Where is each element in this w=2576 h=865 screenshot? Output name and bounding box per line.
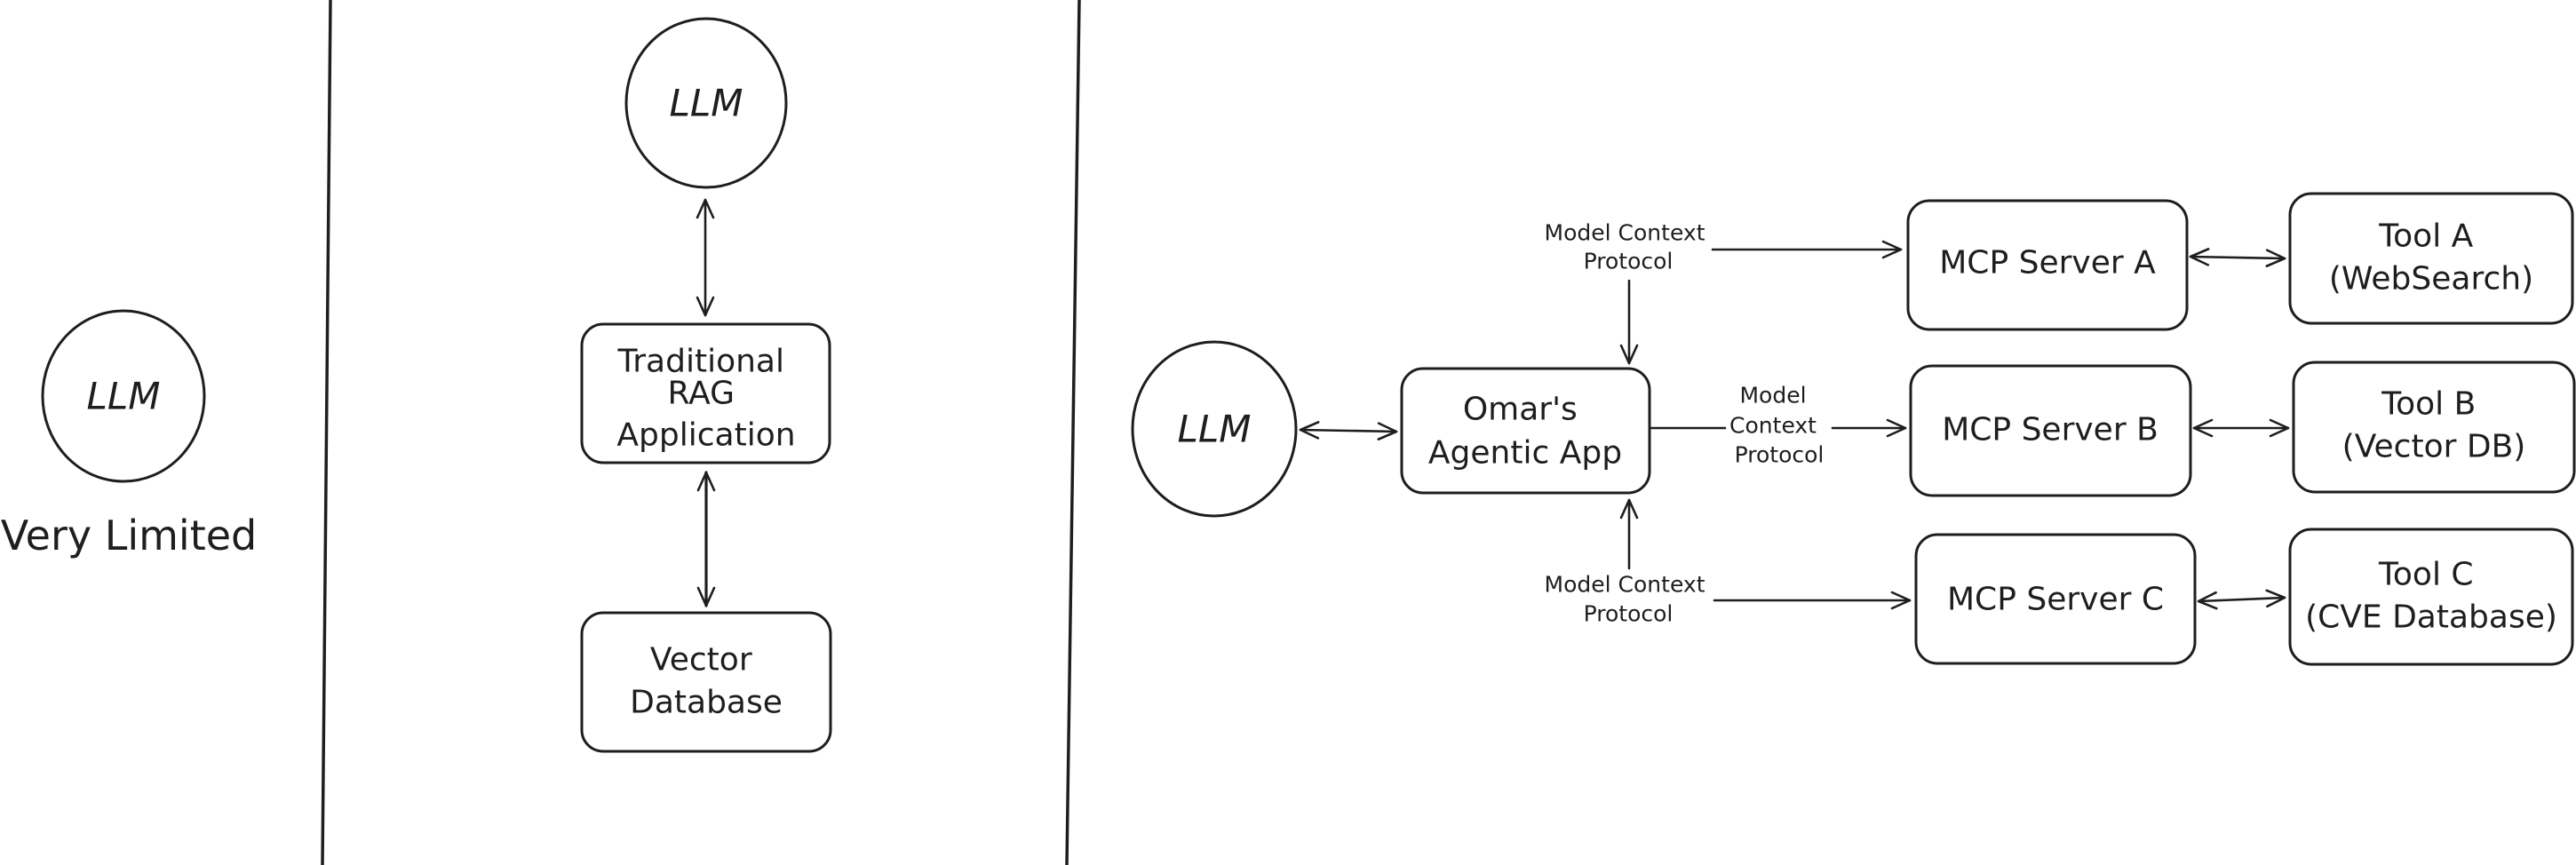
divider-left xyxy=(321,0,332,865)
tool-a-label: Tool A (WebSearch) xyxy=(2329,208,2533,298)
arrow-llm-app xyxy=(1299,421,1398,440)
rag-application-label: Traditional RAG Application xyxy=(616,333,795,454)
llm-circle xyxy=(624,17,788,189)
divider-right xyxy=(1065,0,1081,865)
mcp-server-c-box xyxy=(1914,533,2197,665)
arrow-server-a-tool-a xyxy=(2189,248,2286,267)
rag-application-box xyxy=(580,322,831,464)
very-limited-caption: Very Limited xyxy=(1,512,258,559)
llm-circle xyxy=(1131,340,1298,518)
tool-b-box xyxy=(2292,361,2576,494)
tool-b-label: Tool B (Vector DB) xyxy=(2342,376,2526,465)
protocol-label-middle: Model Context Protocol xyxy=(1729,375,1824,468)
tool-c-label: Tool C (CVE Database) xyxy=(2305,546,2557,636)
panel-basic-llm: LLM Very Limited xyxy=(1,309,258,559)
llm-label: LLM xyxy=(1177,408,1251,451)
tool-a-box xyxy=(2288,192,2574,325)
agentic-app-label: Omar's Agentic App xyxy=(1428,381,1622,472)
agentic-app-box xyxy=(1400,367,1651,495)
llm-label: LLM xyxy=(86,375,160,418)
vector-database-label: Vector Database xyxy=(630,631,783,721)
mcp-server-a-label: MCP Server A xyxy=(1939,245,2156,282)
protocol-label-top: Model Context Protocol xyxy=(1545,212,1713,274)
mcp-server-b-box xyxy=(1909,364,2192,497)
llm-circle xyxy=(41,309,206,483)
vector-database-box xyxy=(580,611,832,753)
mcp-server-c-label: MCP Server C xyxy=(1947,582,2164,618)
mcp-server-b-label: MCP Server B xyxy=(1942,412,2159,448)
tool-c-box xyxy=(2288,528,2574,666)
llm-label: LLM xyxy=(669,82,743,125)
mcp-server-a-box xyxy=(1906,199,2189,331)
panel-mcp: LLM Omar's Agentic App MCP Server A MCP … xyxy=(1131,192,2576,666)
arrow-server-c-tool-c xyxy=(2197,589,2286,610)
protocol-label-bottom: Model Context Protocol xyxy=(1545,564,1713,627)
panel-rag: LLM Traditional RAG Application Vector D… xyxy=(580,17,832,753)
